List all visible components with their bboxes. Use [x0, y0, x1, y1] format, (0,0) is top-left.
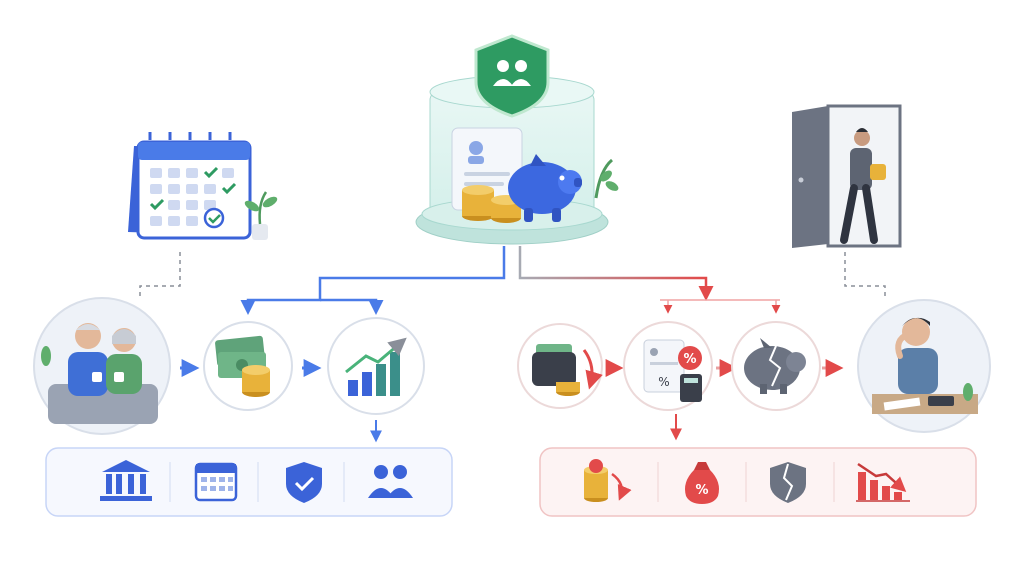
stressed-man-icon	[857, 299, 991, 433]
tax-calculator-icon: % %	[623, 321, 713, 411]
family-shield-icon	[474, 34, 550, 118]
positive-flow-connector	[240, 246, 506, 315]
percent-symbol: %	[683, 352, 696, 367]
family-icon	[368, 465, 413, 498]
retired-couple-icon	[33, 297, 171, 435]
negative-flow-connector	[518, 246, 708, 298]
declining-chart-icon	[856, 462, 910, 502]
growth-chart-icon	[327, 317, 425, 415]
negative-legend-panel	[539, 447, 977, 517]
calendar-icon	[194, 462, 238, 502]
broken-shield-icon	[770, 462, 806, 503]
plant-icon	[244, 191, 278, 240]
person-leaving-with-coins-icon	[840, 128, 886, 244]
coins-decline-icon	[584, 459, 632, 502]
negative-flow-connector	[660, 286, 781, 314]
piggy-bank-icon	[508, 154, 582, 222]
wallet-decline-icon	[517, 323, 603, 409]
percent-symbol: %	[695, 483, 708, 498]
dashed-connector	[139, 252, 886, 300]
cash-and-coins-icon	[203, 321, 293, 411]
percent-money-bag-icon: %	[685, 462, 719, 504]
coin-stack-icon	[462, 185, 521, 223]
plant-icon	[594, 158, 619, 199]
percent-symbol: %	[658, 375, 669, 389]
shield-check-icon	[286, 462, 322, 503]
broken-piggy-bank-icon	[731, 321, 821, 411]
bank-icon	[100, 460, 152, 501]
calendar-checklist-icon	[128, 132, 252, 240]
